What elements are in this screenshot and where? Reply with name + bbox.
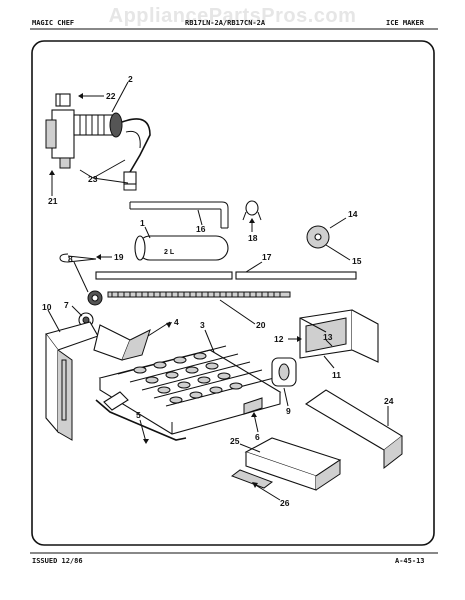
leader-4 [147, 321, 171, 337]
issued-date: ISSUED 12/86 [32, 557, 83, 565]
cotter-pin [59, 253, 97, 263]
callout-19: 19 [114, 252, 124, 262]
callout-16: 16 [196, 224, 206, 234]
callout-23: 23 [88, 174, 98, 184]
leader-1 [144, 226, 151, 239]
leader-13 [325, 339, 333, 347]
leader-8 [73, 261, 89, 293]
leader-16 [197, 209, 203, 226]
callout-8: 8 [68, 254, 73, 264]
leader-23 [79, 159, 129, 184]
mold-stripper [243, 397, 263, 415]
tube-marking: 2 L [164, 249, 175, 256]
ice-bin [244, 437, 342, 491]
watermark: AppliancePartsPros.com [108, 5, 357, 27]
callout-4: 4 [174, 317, 179, 327]
leader-9 [283, 387, 289, 407]
fill-cup-tube [134, 235, 229, 261]
leader-7 [71, 305, 83, 317]
leader-17 [245, 261, 263, 273]
leader-25 [239, 443, 261, 453]
callout-26: 26 [280, 498, 290, 508]
callout-2: 2 [128, 74, 133, 84]
mold-heater [107, 291, 291, 298]
callout-11: 11 [332, 370, 341, 380]
water-valve-assembly [45, 93, 151, 191]
leader-26 [253, 483, 281, 501]
tube-clamp [242, 200, 262, 221]
callout-10: 10 [42, 302, 52, 312]
section-header: ICE MAKER [386, 19, 424, 27]
callout-22: 22 [106, 91, 116, 101]
callout-17: 17 [262, 252, 272, 262]
front-cover [299, 309, 379, 363]
callout-12: 12 [274, 334, 284, 344]
fill-tube [129, 201, 229, 229]
callout-5: 5 [136, 410, 141, 420]
leader-5 [139, 419, 147, 443]
leader-2 [111, 81, 129, 113]
thermostat-clip [271, 357, 297, 387]
callout-18: 18 [248, 233, 258, 243]
callout-9: 9 [286, 406, 291, 416]
mounting-screw [87, 290, 103, 306]
arrow-22 [78, 93, 83, 99]
bin-support-bracket [304, 389, 403, 470]
leader-14 [329, 217, 347, 229]
callout-24: 24 [384, 396, 394, 406]
page-code: A-45-13 [395, 557, 425, 565]
callout-13: 13 [323, 332, 333, 342]
ice-mold [98, 345, 282, 435]
diagram-frame [31, 40, 435, 546]
callout-3: 3 [200, 320, 205, 330]
leader-20 [219, 299, 256, 325]
callout-14: 14 [348, 209, 358, 219]
brand-header: MAGIC CHEF [32, 19, 75, 27]
callout-1: 1 [140, 218, 145, 228]
leader-10 [47, 309, 61, 333]
callout-7: 7 [64, 300, 69, 310]
leader-11 [323, 355, 335, 369]
shut-off-rod [95, 271, 357, 280]
ice-maker-body [45, 321, 151, 441]
shut-off-arm [95, 391, 187, 441]
callout-20: 20 [256, 320, 266, 330]
callout-21: 21 [48, 196, 58, 206]
washer [306, 225, 330, 249]
callout-6: 6 [255, 432, 260, 442]
model-number-header: RB17LN-2A/RB17CN-2A [185, 19, 266, 27]
leader-15 [325, 244, 351, 261]
leader-3 [204, 329, 215, 353]
callout-25: 25 [230, 436, 240, 446]
callout-15: 15 [352, 256, 362, 266]
